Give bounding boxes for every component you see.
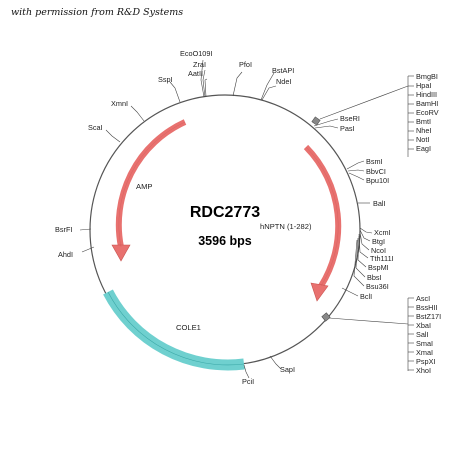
plasmid-name: RDC2773 bbox=[190, 204, 260, 221]
mcs-lower-site-label: SmaI bbox=[416, 339, 433, 348]
site-label-pasi: PasI bbox=[340, 124, 355, 133]
amp-feature-label: AMP bbox=[136, 182, 152, 191]
site-label-bbsi: BbsI bbox=[367, 273, 382, 282]
hnptn-feature-arrow-outline bbox=[305, 146, 339, 287]
site-label-xmni: XmnI bbox=[111, 99, 128, 108]
site-label-ndei: NdeI bbox=[276, 77, 291, 86]
site-label-bsu36i: Bsu36I bbox=[366, 282, 389, 291]
site-label-aatii: AatII bbox=[188, 69, 203, 78]
site-leaders bbox=[79, 59, 373, 379]
cole1-feature-label: COLE1 bbox=[176, 323, 201, 332]
hnptn-feature-arrowhead bbox=[310, 282, 329, 302]
mcs-lower-site-label: PspXI bbox=[416, 357, 435, 366]
mcs-upper-site-label: HpaI bbox=[416, 81, 431, 90]
site-label-ecoo109i: EcoO109I bbox=[180, 49, 212, 58]
site-label-bspmi: BspMI bbox=[368, 263, 389, 272]
amp-feature-arrow-outline bbox=[118, 121, 186, 248]
mcs-markers bbox=[311, 116, 331, 322]
hnptn-feature-label: hNPTN (1-282) bbox=[260, 222, 312, 231]
mcs-upper-site-label: BmgBI bbox=[416, 72, 438, 81]
permission-note: with permission from R&D Systems bbox=[11, 7, 184, 18]
site-label-bstapi: BstAPI bbox=[272, 66, 294, 75]
site-label-sspi: SspI bbox=[158, 75, 173, 84]
site-label-pcii: PciI bbox=[242, 377, 254, 386]
site-label-bsrfi: BsrFI bbox=[55, 225, 72, 234]
site-label-sapi: SapI bbox=[280, 365, 295, 374]
mcs-lower-site-label: BssHII bbox=[416, 303, 438, 312]
site-label-ahdi: AhdI bbox=[58, 250, 73, 259]
site-label-bbvci: BbvCI bbox=[366, 167, 386, 176]
site-label-xcmi: XcmI bbox=[374, 228, 391, 237]
site-label-bali: BalI bbox=[373, 199, 386, 208]
site-label-bseri: BseRI bbox=[340, 114, 360, 123]
site-label-bpu10i: Bpu10I bbox=[366, 176, 389, 185]
mcs-upper-site-label: EagI bbox=[416, 144, 431, 153]
mcs-lower-site-label: XbaI bbox=[416, 321, 431, 330]
mcs-lower-site-label: XhoI bbox=[416, 366, 431, 375]
site-label-bsmi: BsmI bbox=[366, 157, 383, 166]
mcs-upper-bracket bbox=[319, 75, 414, 157]
mcs-lower-bracket bbox=[328, 297, 414, 371]
mcs-upper-site-label: BamHI bbox=[416, 99, 438, 108]
site-label-scai: ScaI bbox=[88, 123, 103, 132]
site-label-btgi: BtgI bbox=[372, 237, 385, 246]
site-label-bcli: BclI bbox=[360, 292, 372, 301]
mcs-lower-site-label: SalI bbox=[416, 330, 429, 339]
mcs-lower-site-label: AscI bbox=[416, 294, 430, 303]
mcs-upper-site-label: NheI bbox=[416, 126, 431, 135]
mcs-lower-site-label: BstZ17I bbox=[416, 312, 441, 321]
mcs-lower-site-label: XmaI bbox=[416, 348, 433, 357]
site-label-pfoi: PfoI bbox=[239, 60, 252, 69]
site-label-tth111i: Tth111I bbox=[370, 254, 394, 263]
cole1-feature-outline bbox=[107, 291, 245, 366]
amp-feature-arrowhead bbox=[111, 244, 131, 262]
mcs-upper-site-label: NotI bbox=[416, 135, 429, 144]
mcs-upper-site-label: HindIII bbox=[416, 90, 437, 99]
mcs-upper-site-label: BmtI bbox=[416, 117, 431, 126]
plasmid-size: 3596 bps bbox=[198, 234, 252, 248]
mcs-upper-site-label: EcoRV bbox=[416, 108, 439, 117]
site-label-ncoi: NcoI bbox=[371, 246, 386, 255]
site-label-zrai: ZraI bbox=[193, 60, 206, 69]
